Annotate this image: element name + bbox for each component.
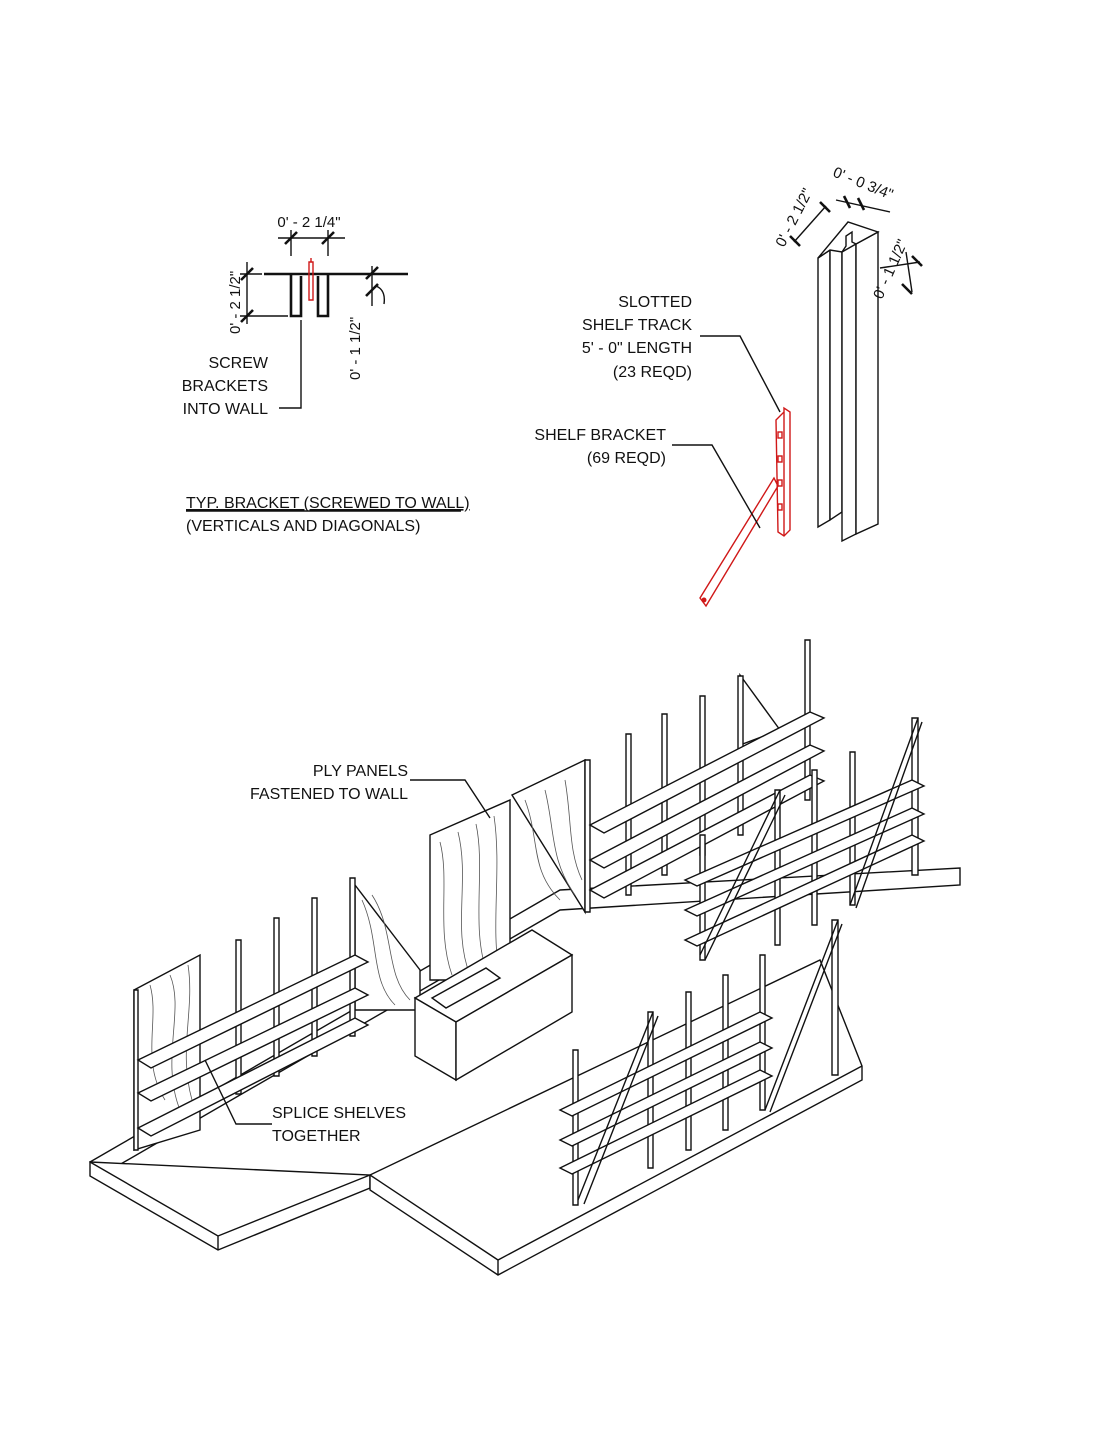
bracket-label-1: SHELF BRACKET xyxy=(534,427,666,444)
back-shelving xyxy=(584,639,826,913)
dim-height-text: 0' - 2 1/2" xyxy=(227,271,244,334)
screw-marker xyxy=(308,258,314,301)
track-face-left xyxy=(817,248,831,529)
bracket-caption-sub: (VERTICALS AND DIAGONALS) xyxy=(186,518,420,535)
ply-label-1: PLY PANELS xyxy=(313,763,408,780)
track-detail: 0' - 2 1/2" 0' - 0 3/4" 0' - 1 1/2" SLOT… xyxy=(534,164,923,608)
track-dim-slot: 0' - 0 3/4" xyxy=(831,164,896,203)
bracket-label-2: (69 REQD) xyxy=(587,450,666,467)
dim-width-text: 0' - 2 1/4" xyxy=(277,214,340,231)
ply-panel-2 xyxy=(510,758,586,915)
splice-leader xyxy=(204,1059,272,1125)
bracket-section xyxy=(289,274,330,318)
floor-left xyxy=(89,1161,371,1251)
island-shelving-rear xyxy=(683,717,926,961)
island-shelving-front xyxy=(558,919,843,1206)
ply-leader xyxy=(410,779,491,819)
splice-label-2: TOGETHER xyxy=(272,1128,361,1145)
red-slotted-track xyxy=(775,406,791,537)
ply-label-2: FASTENED TO WALL xyxy=(250,786,408,803)
screw-note-2: BRACKETS xyxy=(182,378,268,395)
bracket-leader xyxy=(672,444,761,529)
track-top xyxy=(817,221,880,259)
screw-leader xyxy=(279,320,302,409)
axon-view: PLY PANELS FASTENED TO WALL SPLICE SHELV… xyxy=(88,639,961,1276)
left-shelving xyxy=(133,877,370,1151)
screw-note-3: INTO WALL xyxy=(183,401,268,418)
track-label-2: SHELF TRACK xyxy=(582,317,692,334)
bracket-caption-title: TYP. BRACKET (SCREWED TO WALL) xyxy=(186,495,470,512)
track-label-3: 5' - 0" LENGTH xyxy=(582,340,692,357)
track-leader xyxy=(700,335,781,413)
screw-note-1: SCREW xyxy=(208,355,268,372)
splice-label-1: SPLICE SHELVES xyxy=(272,1105,406,1122)
left-panel-diag xyxy=(354,882,421,1011)
track-label-4: (23 REQD) xyxy=(613,364,692,381)
dim-depth-text: 0' - 1 1/2" xyxy=(347,317,364,380)
bracket-detail: 0' - 2 1/4" 0' - 2 1/2" 0' - 1 1/2" SCRE… xyxy=(182,214,470,535)
track-label-1: SLOTTED xyxy=(618,294,692,311)
red-shelf-bracket xyxy=(699,476,779,608)
